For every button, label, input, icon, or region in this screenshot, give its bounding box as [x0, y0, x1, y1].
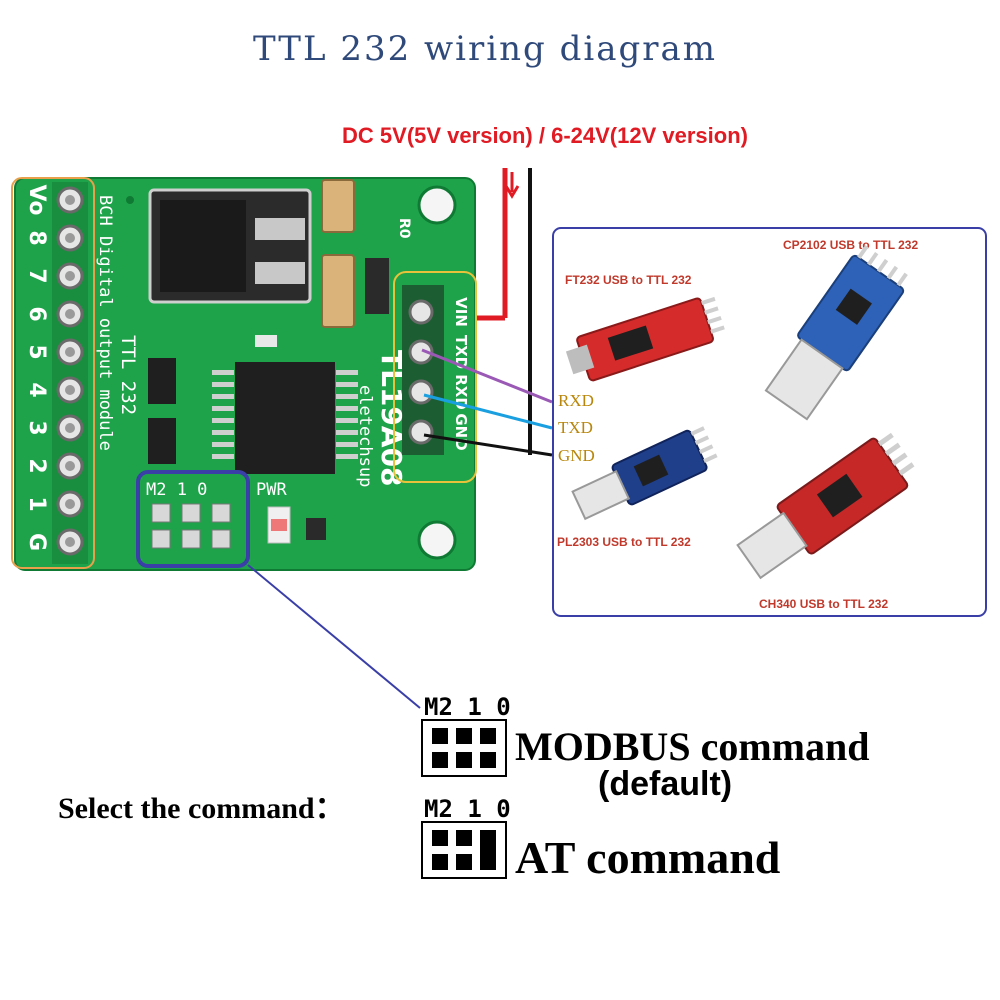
output-pin-label: 4 — [24, 382, 49, 397]
modbus-default-label: (default) — [598, 765, 732, 803]
signal-label-rxd: RXD — [558, 391, 594, 410]
output-pin-frame — [11, 177, 95, 569]
jumper-modbus-icon — [421, 719, 507, 777]
diagram-title: TTL 232 wiring diagram — [253, 29, 717, 69]
output-pin: 8 — [24, 224, 84, 252]
output-pin: 5 — [24, 338, 84, 366]
input-pin: RXD — [408, 374, 470, 410]
r0-label: R0 — [396, 218, 412, 239]
adapter-label-ft232: FT232 USB to TTL 232 — [565, 273, 692, 287]
at-command-label: AT command — [515, 832, 781, 883]
jumper-header-label: M2 1 0 — [146, 480, 207, 500]
smd-component — [306, 518, 326, 540]
output-pin-label: 7 — [24, 268, 49, 283]
adapter-ch340 — [736, 432, 915, 580]
jumper-callout-line — [247, 564, 421, 709]
input-pin: VIN — [408, 297, 470, 327]
output-pin: 1 — [24, 490, 84, 518]
pcb-board: R0 BCH Digital output module TTL 232 ele… — [14, 177, 476, 571]
led-small — [255, 335, 277, 347]
adapter-label-ch340: CH340 USB to TTL 232 — [759, 597, 888, 611]
output-pin-label: 6 — [24, 306, 49, 321]
output-pin-label: 2 — [24, 458, 49, 473]
output-pin-label: 1 — [24, 496, 49, 511]
command-selection: M2 1 0 MODBUS command (default) Select t… — [58, 693, 869, 883]
output-pin: 7 — [24, 262, 84, 290]
mounting-hole — [126, 196, 134, 204]
pwr-label: PWR — [256, 480, 287, 500]
output-pin: 6 — [24, 300, 84, 328]
signal-label-gnd: GND — [558, 446, 595, 465]
adapter-label-pl2303: PL2303 USB to TTL 232 — [557, 535, 691, 549]
resistor-network — [148, 358, 176, 404]
output-pin-label: 5 — [24, 344, 49, 359]
resistor — [365, 258, 389, 314]
jumper-at-icon — [421, 821, 507, 879]
select-command-label: Select the command： — [58, 792, 345, 825]
output-pin-label: 8 — [24, 230, 49, 245]
output-pin: G — [24, 528, 84, 556]
input-pin-label: GND — [452, 413, 470, 450]
resistor-network — [148, 418, 176, 464]
voltage-regulator — [148, 188, 312, 304]
signal-wires — [421, 348, 553, 457]
input-pin-label: VIN — [452, 297, 470, 327]
adapter-label-cp2102: CP2102 USB to TTL 232 — [783, 238, 918, 252]
capacitor — [321, 254, 355, 328]
input-pin-label: RXD — [452, 374, 470, 410]
jumper-header-modbus: M2 1 0 — [424, 693, 511, 721]
input-pin-frame — [393, 271, 477, 483]
input-pin-label: TXD — [452, 335, 470, 369]
jumper-frame — [136, 470, 250, 568]
mounting-hole — [417, 185, 457, 225]
output-pin-header: Vo 8 7 6 5 4 3 2 1G — [24, 182, 88, 564]
capacitor — [321, 179, 355, 233]
jumper-block: M2 1 0 — [146, 480, 231, 549]
adapter-ft232 — [565, 296, 725, 382]
power-led-window — [271, 519, 287, 531]
input-pin: TXD — [408, 335, 470, 369]
signal-label-txd: TXD — [558, 418, 593, 437]
output-pin: 4 — [24, 376, 84, 404]
adapter-pl2303 — [571, 426, 718, 521]
board-protocol-label: TTL 232 — [117, 335, 139, 415]
board-brand: eletechsup — [355, 385, 375, 487]
adapter-cp2102 — [764, 245, 908, 421]
output-pin-label: 3 — [24, 420, 49, 435]
mounting-hole — [417, 520, 457, 560]
output-pin-label: G — [24, 533, 49, 551]
output-pin-label: Vo — [24, 185, 49, 216]
power-supply-label: DC 5V(5V version) / 6-24V(12V version) — [342, 123, 748, 148]
jumper-header-at: M2 1 0 — [424, 795, 511, 823]
output-pin: Vo — [24, 185, 84, 216]
modbus-command-label: MODBUS command — [515, 724, 869, 769]
output-pin: 2 — [24, 452, 84, 480]
main-ic — [212, 362, 358, 474]
usb-adapter-panel: RXD TXD GND FT232 USB to TTL 232 CP2102 … — [552, 227, 987, 617]
output-pin: 3 — [24, 414, 84, 442]
board-description: BCH Digital output module — [95, 195, 115, 451]
